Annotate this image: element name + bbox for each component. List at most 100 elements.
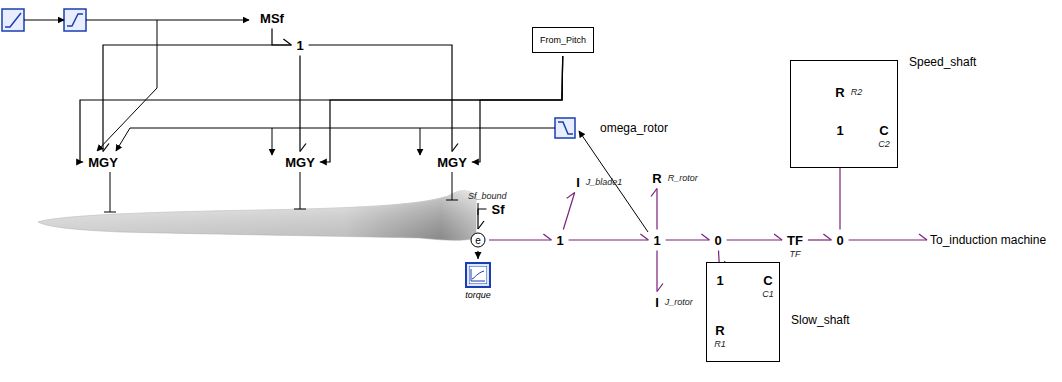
connector-line: [80, 56, 563, 162]
signal-wire: [24, 20, 648, 232]
plot-block: torque: [465, 262, 491, 288]
connector-line: [489, 239, 551, 240]
element-symbol: 0: [836, 233, 843, 248]
element-symbol: C: [879, 123, 888, 138]
bond-connector: [849, 234, 927, 240]
connector-line: [569, 239, 649, 240]
bond-connector: [727, 234, 783, 240]
half-arrow: [452, 144, 458, 152]
inertia-element: IJ_rotor: [653, 295, 661, 310]
bond-connector: [657, 251, 663, 292]
signal-connector: [472, 56, 563, 166]
element-symbol: MGY: [285, 155, 315, 170]
connector-line: [849, 239, 927, 240]
one-junction: 1: [651, 233, 662, 248]
arrow-head: [320, 159, 327, 166]
modulated-gyrator: MGY: [435, 155, 469, 170]
connector-line: [299, 56, 300, 152]
element-symbol: R: [715, 323, 724, 338]
plot-graph: [469, 266, 487, 284]
half-arrow: [567, 193, 575, 199]
half-arrow: [823, 234, 831, 240]
half-arrow: [300, 144, 306, 152]
element-symbol: C: [763, 273, 772, 288]
arrow-head: [475, 252, 482, 259]
one-junction: 1: [554, 233, 565, 248]
plot-label: torque: [465, 290, 491, 300]
saturation-block: [555, 118, 575, 138]
half-arrow: [478, 221, 484, 229]
half-arrow: [283, 39, 291, 45]
bond-connector: [103, 45, 291, 152]
bond-connector: [666, 234, 710, 240]
submodel-box: From_Pitch: [532, 27, 594, 53]
element-name: R2: [851, 88, 863, 97]
connector-line: [808, 239, 832, 240]
element-symbol: R: [835, 85, 844, 100]
connector-line: [103, 45, 291, 152]
bond-connector: [309, 45, 458, 152]
element-symbol: Sf: [492, 202, 505, 217]
transformer-element: TFTF: [785, 233, 805, 248]
bond-connector: [489, 234, 551, 240]
port-label: To_induction machine: [930, 233, 1046, 247]
element-name: R_rotor: [668, 174, 698, 183]
connector-line: [666, 239, 710, 240]
connector-line: [472, 56, 563, 162]
zero-junction: 0: [834, 233, 845, 248]
bond-connector: [300, 56, 306, 152]
signal-connector: [76, 56, 563, 166]
element-symbol: MGY: [88, 155, 118, 170]
bond-connector: [563, 193, 574, 230]
sensor-outline: [471, 233, 485, 247]
one-junction: 1: [714, 273, 725, 288]
ramp-block: [2, 9, 24, 31]
element-symbol: 1: [556, 233, 563, 248]
element-name: C1: [762, 290, 774, 299]
element-symbol: 1: [296, 38, 303, 53]
bond-connector: [478, 209, 487, 229]
modulated-gyrator: MGY: [283, 155, 317, 170]
resistor-element: RR2: [833, 85, 846, 100]
inertia-element: IJ_blade1: [574, 175, 582, 190]
element-name: C2: [878, 140, 890, 149]
resistor-element: RR_rotor: [650, 171, 663, 186]
connector-line: [727, 239, 783, 240]
signal-connector: [320, 56, 563, 166]
half-arrow: [640, 234, 648, 240]
half-arrow: [919, 234, 927, 240]
bond-connector: [272, 29, 291, 46]
submodel-box: Slow_shaft1CC1RR1: [706, 262, 780, 362]
modulated-gyrator: MGY: [86, 155, 120, 170]
element-name: Sf_bound: [468, 192, 507, 201]
connector-line: [478, 209, 487, 229]
element-symbol: 0: [714, 233, 721, 248]
element-symbol: TF: [787, 233, 803, 248]
bond-connector: [808, 234, 832, 240]
zero-junction: 0: [712, 233, 723, 248]
bond-stroke: [104, 172, 478, 215]
submodel-box: Speed_shaftRR21CC2: [790, 60, 898, 168]
effort-sensor: e: [470, 232, 486, 248]
half-arrow: [103, 144, 109, 152]
element-symbol: e: [475, 235, 481, 246]
element-symbol: I: [655, 295, 659, 310]
element-symbol: To_induction machine: [930, 233, 1046, 247]
half-arrow: [651, 189, 657, 197]
element-symbol: 1: [836, 123, 843, 138]
capacitor-element: CC2: [877, 123, 890, 138]
signal-label: omega_rotor: [600, 121, 668, 135]
bond-connector: [569, 234, 649, 240]
arrow-head: [76, 159, 83, 166]
box-label: From_Pitch: [540, 35, 586, 45]
element-name: J_blade1: [586, 178, 623, 187]
modulated-flow-source: MSf: [258, 11, 286, 26]
connector-line: [272, 29, 291, 46]
one-junction: 1: [294, 38, 305, 53]
half-arrow: [657, 284, 663, 292]
flow-source: SfSf_bound: [490, 202, 507, 217]
rotor-blade: [38, 191, 476, 241]
plot-screen: [469, 266, 487, 284]
